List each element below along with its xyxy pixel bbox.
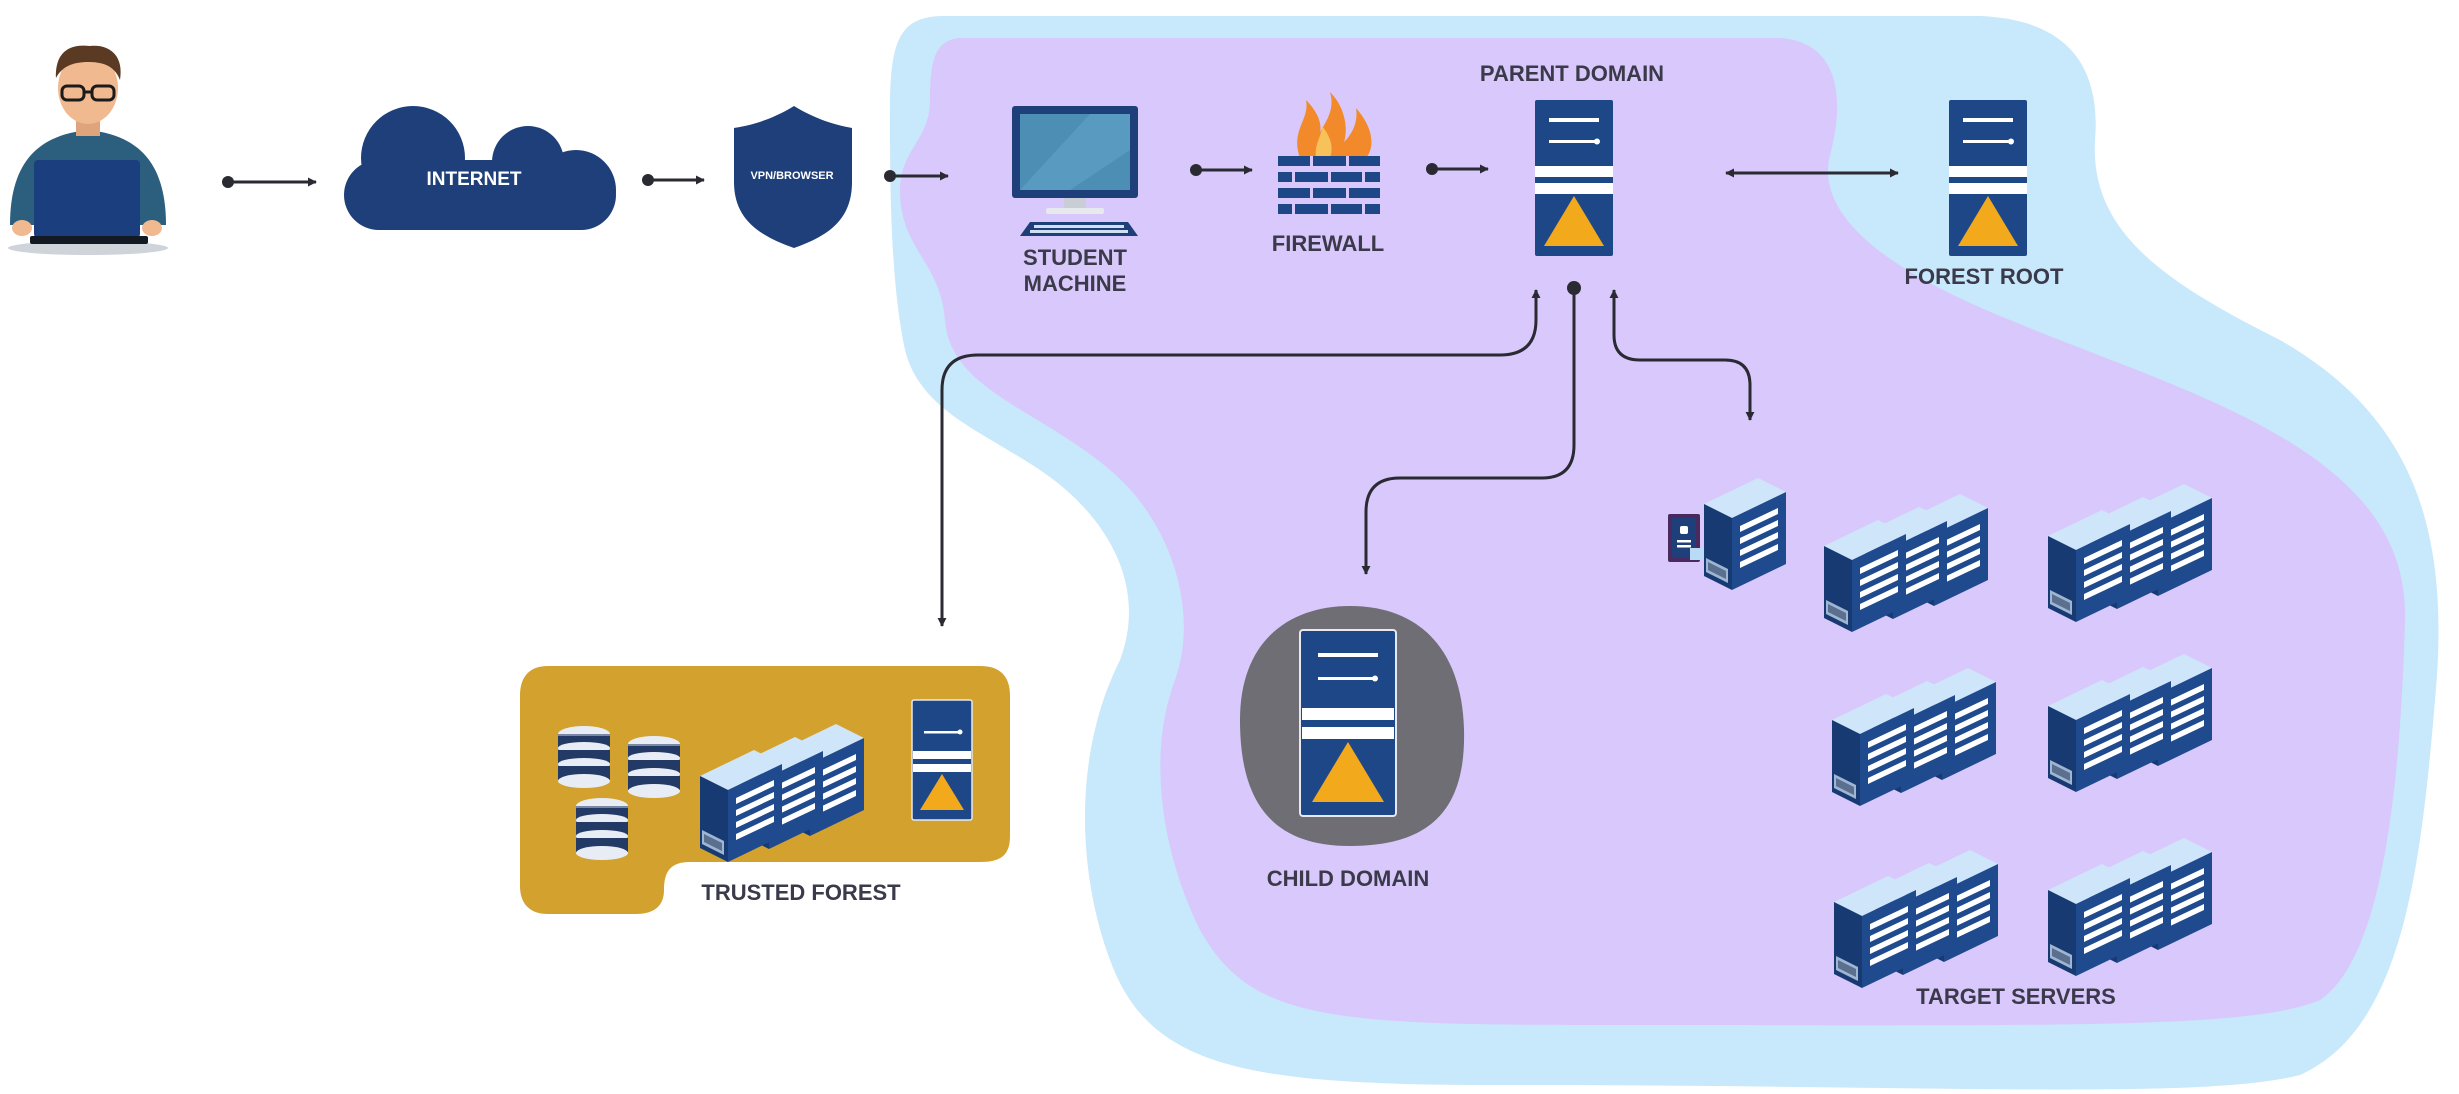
flow-arrows bbox=[228, 164, 1899, 627]
desktop-computer-icon bbox=[1012, 106, 1138, 236]
shield-icon bbox=[734, 106, 852, 248]
firewall-label: FIREWALL bbox=[1271, 231, 1385, 256]
user-laptop-icon bbox=[8, 45, 168, 255]
child-domain-server-icon bbox=[1299, 629, 1397, 817]
id-card-icon bbox=[1668, 514, 1704, 562]
forest-root-server-icon bbox=[1949, 100, 2027, 256]
trusted-forest-server-icon bbox=[911, 699, 973, 821]
trusted-forest-label: TRUSTED FOREST bbox=[701, 880, 901, 905]
child-domain-label: CHILD DOMAIN bbox=[1266, 866, 1430, 891]
parent-domain-label: PARENT DOMAIN bbox=[1479, 61, 1665, 86]
parent-domain-server-icon bbox=[1535, 100, 1613, 256]
student-machine-label-line2: MACHINE bbox=[1023, 271, 1127, 296]
database-icon bbox=[628, 736, 680, 798]
database-icon bbox=[558, 726, 610, 788]
database-icon bbox=[576, 798, 628, 860]
student-machine-label-line1: STUDENT bbox=[1023, 245, 1127, 270]
firewall-icon bbox=[1278, 92, 1380, 214]
target-servers-label: TARGET SERVERS bbox=[1916, 984, 2116, 1009]
student-machine-label: STUDENT MACHINE bbox=[1023, 245, 1127, 297]
internet-label: INTERNET bbox=[426, 169, 522, 190]
forest-root-label: FOREST ROOT bbox=[1904, 264, 2064, 289]
cloud-icon bbox=[344, 106, 616, 230]
vpn-label: VPN/BROWSER bbox=[750, 170, 834, 182]
arrow-origin-dots bbox=[222, 163, 1581, 295]
